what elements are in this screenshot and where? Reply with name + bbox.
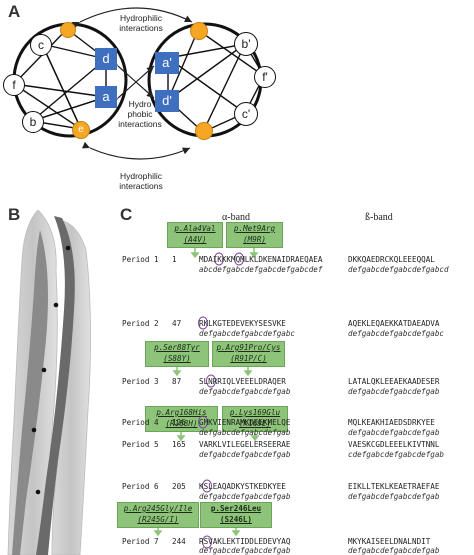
beta-heptad: defgabcdefgabcdefgabc xyxy=(348,329,445,338)
period-start: 244 xyxy=(172,537,186,546)
panel-label-a: A xyxy=(8,2,21,21)
beta-heptad: cdefgabcdefgabcdefgab xyxy=(348,450,445,459)
alpha-sequence: SLNRRIQLVEEELDRAQER xyxy=(199,377,286,386)
period-start: 126 xyxy=(172,418,186,427)
mutation-box-m9r: p.Met9Arg(M9R) xyxy=(226,222,283,248)
residue-node-e-prime xyxy=(195,122,213,140)
hydrophilic-label-bottom: Hydrophilic interactions xyxy=(119,171,163,191)
period-start: 205 xyxy=(172,482,186,491)
residue-node-g-prime xyxy=(190,22,208,40)
alpha-heptad: abcdefgabcdefgabcdefgabcdef xyxy=(199,265,323,274)
panel-label-c: C xyxy=(120,205,133,224)
residue-node-b-prime: b' xyxy=(234,32,258,56)
residue-node-f: f xyxy=(3,74,25,96)
mutation-box-k169e: p.Lys169Glu(K169E) xyxy=(222,406,288,432)
beta-heptad: defgabcdefgabcdefgabcd xyxy=(348,265,449,274)
beta-sequence: EIKLLTEKLKEAETRAEFAE xyxy=(348,482,440,491)
hydrophobic-arrow-2 xyxy=(110,65,155,106)
beta-sequence: DKKQAEDRCKQLEEEQQAL xyxy=(348,255,435,264)
period-label: Period 5 xyxy=(122,440,159,449)
alpha-heptad: defgabcdefgabcdefgab xyxy=(199,428,291,437)
residue-node-a-prime: a' xyxy=(155,52,179,74)
alpha-sequence: RKLKGTEDEVEKYSESVKE xyxy=(199,319,286,328)
alpha-heptad: defgabcdefgabcdefgab xyxy=(199,546,291,555)
period-label: Period 6 xyxy=(122,482,159,491)
alpha-sequence: MDAIKKKMQMLKLDKENAIDRAEQAEA xyxy=(199,255,323,264)
residue-node-e: e xyxy=(72,121,90,139)
alpha-sequence: GMKVIENRAMKDEEKMELQE xyxy=(199,418,291,427)
alpha-band-header: α-band xyxy=(222,212,251,223)
beta-heptad: defgabcdefgabcdefgab xyxy=(348,387,440,396)
alpha-sequence: RSVAKLEKTIDDLEDEVYAQ xyxy=(199,537,291,546)
residue-node-c-prime: c' xyxy=(234,102,258,126)
beta-sequence: LATALQKLEEAEKAADESER xyxy=(348,377,440,386)
period-start: 47 xyxy=(172,319,182,328)
residue-node-c: c xyxy=(30,34,52,56)
alpha-heptad: defgabcdefgabcdefgab xyxy=(199,492,291,501)
beta-sequence: VAESKCGDLEEELKIVTNNL xyxy=(348,440,440,449)
period-label: Period 3 xyxy=(122,377,159,386)
mutation-box-s246l: p.Ser246Leu(S246L) xyxy=(200,502,272,528)
mutation-box-s88y: p.Ser88Tyr(S88Y) xyxy=(145,341,209,367)
beta-sequence: MQLKEAKHIAEDSDRKYEE xyxy=(348,418,435,427)
beta-sequence: MKYKAISEELDNALNDIT xyxy=(348,537,431,546)
mutation-box-r245gi: p.Arg245Gly/Ile(R245G/I) xyxy=(117,502,199,528)
alpha-heptad: defgabcdefgabcdefgab xyxy=(199,387,291,396)
period-label: Period 7 xyxy=(122,537,159,546)
beta-band-header: ß-band xyxy=(365,212,393,223)
hydrophilic-arrow-top xyxy=(71,7,193,29)
alpha-sequence: VARKLVILEGELERSEERAE xyxy=(199,440,291,449)
hydrophobic-label: Hydro phobic interactions xyxy=(118,99,162,129)
period-start: 165 xyxy=(172,440,186,449)
mutation-box-r91pc: p.Arg91Pro/Cys(R91P/C) xyxy=(212,341,285,367)
beta-heptad: defgabcdefgabcdefgab xyxy=(348,492,440,501)
residue-node-b: b xyxy=(22,111,44,133)
beta-sequence: AQEKLEQAEKKATDAEADVA xyxy=(348,319,440,328)
period-start: 87 xyxy=(172,377,182,386)
hydrophilic-label-top: Hydrophilic interactions xyxy=(119,13,163,33)
panel-label-b: B xyxy=(8,205,21,224)
mutation-box-a4v: p.Ala4Val(A4V) xyxy=(167,222,223,248)
period-label: Period 1 xyxy=(122,255,159,264)
period-start: 1 xyxy=(172,255,177,264)
period-label: Period 2 xyxy=(122,319,159,328)
alpha-heptad: defgabcdefgabcdefgab xyxy=(199,450,291,459)
residue-node-g xyxy=(60,22,76,38)
hydrophilic-arrow-bottom xyxy=(81,141,191,160)
alpha-sequence: KSLEAQADKYSTKEDKYEE xyxy=(199,482,286,491)
beta-heptad: defgabcdefgabcdefgab xyxy=(348,546,440,555)
residue-node-f-prime: f' xyxy=(254,66,276,88)
residue-node-a: a xyxy=(95,86,117,108)
residue-node-d: d xyxy=(95,48,117,70)
alpha-heptad: defgabcdefgabcdefgabc xyxy=(199,329,296,338)
filament-structure-image xyxy=(7,210,91,555)
period-label: Period 4 xyxy=(122,418,159,427)
beta-heptad: defgabcdefgabcdefgab xyxy=(348,428,440,437)
residue-node-d-prime: d' xyxy=(155,90,179,112)
